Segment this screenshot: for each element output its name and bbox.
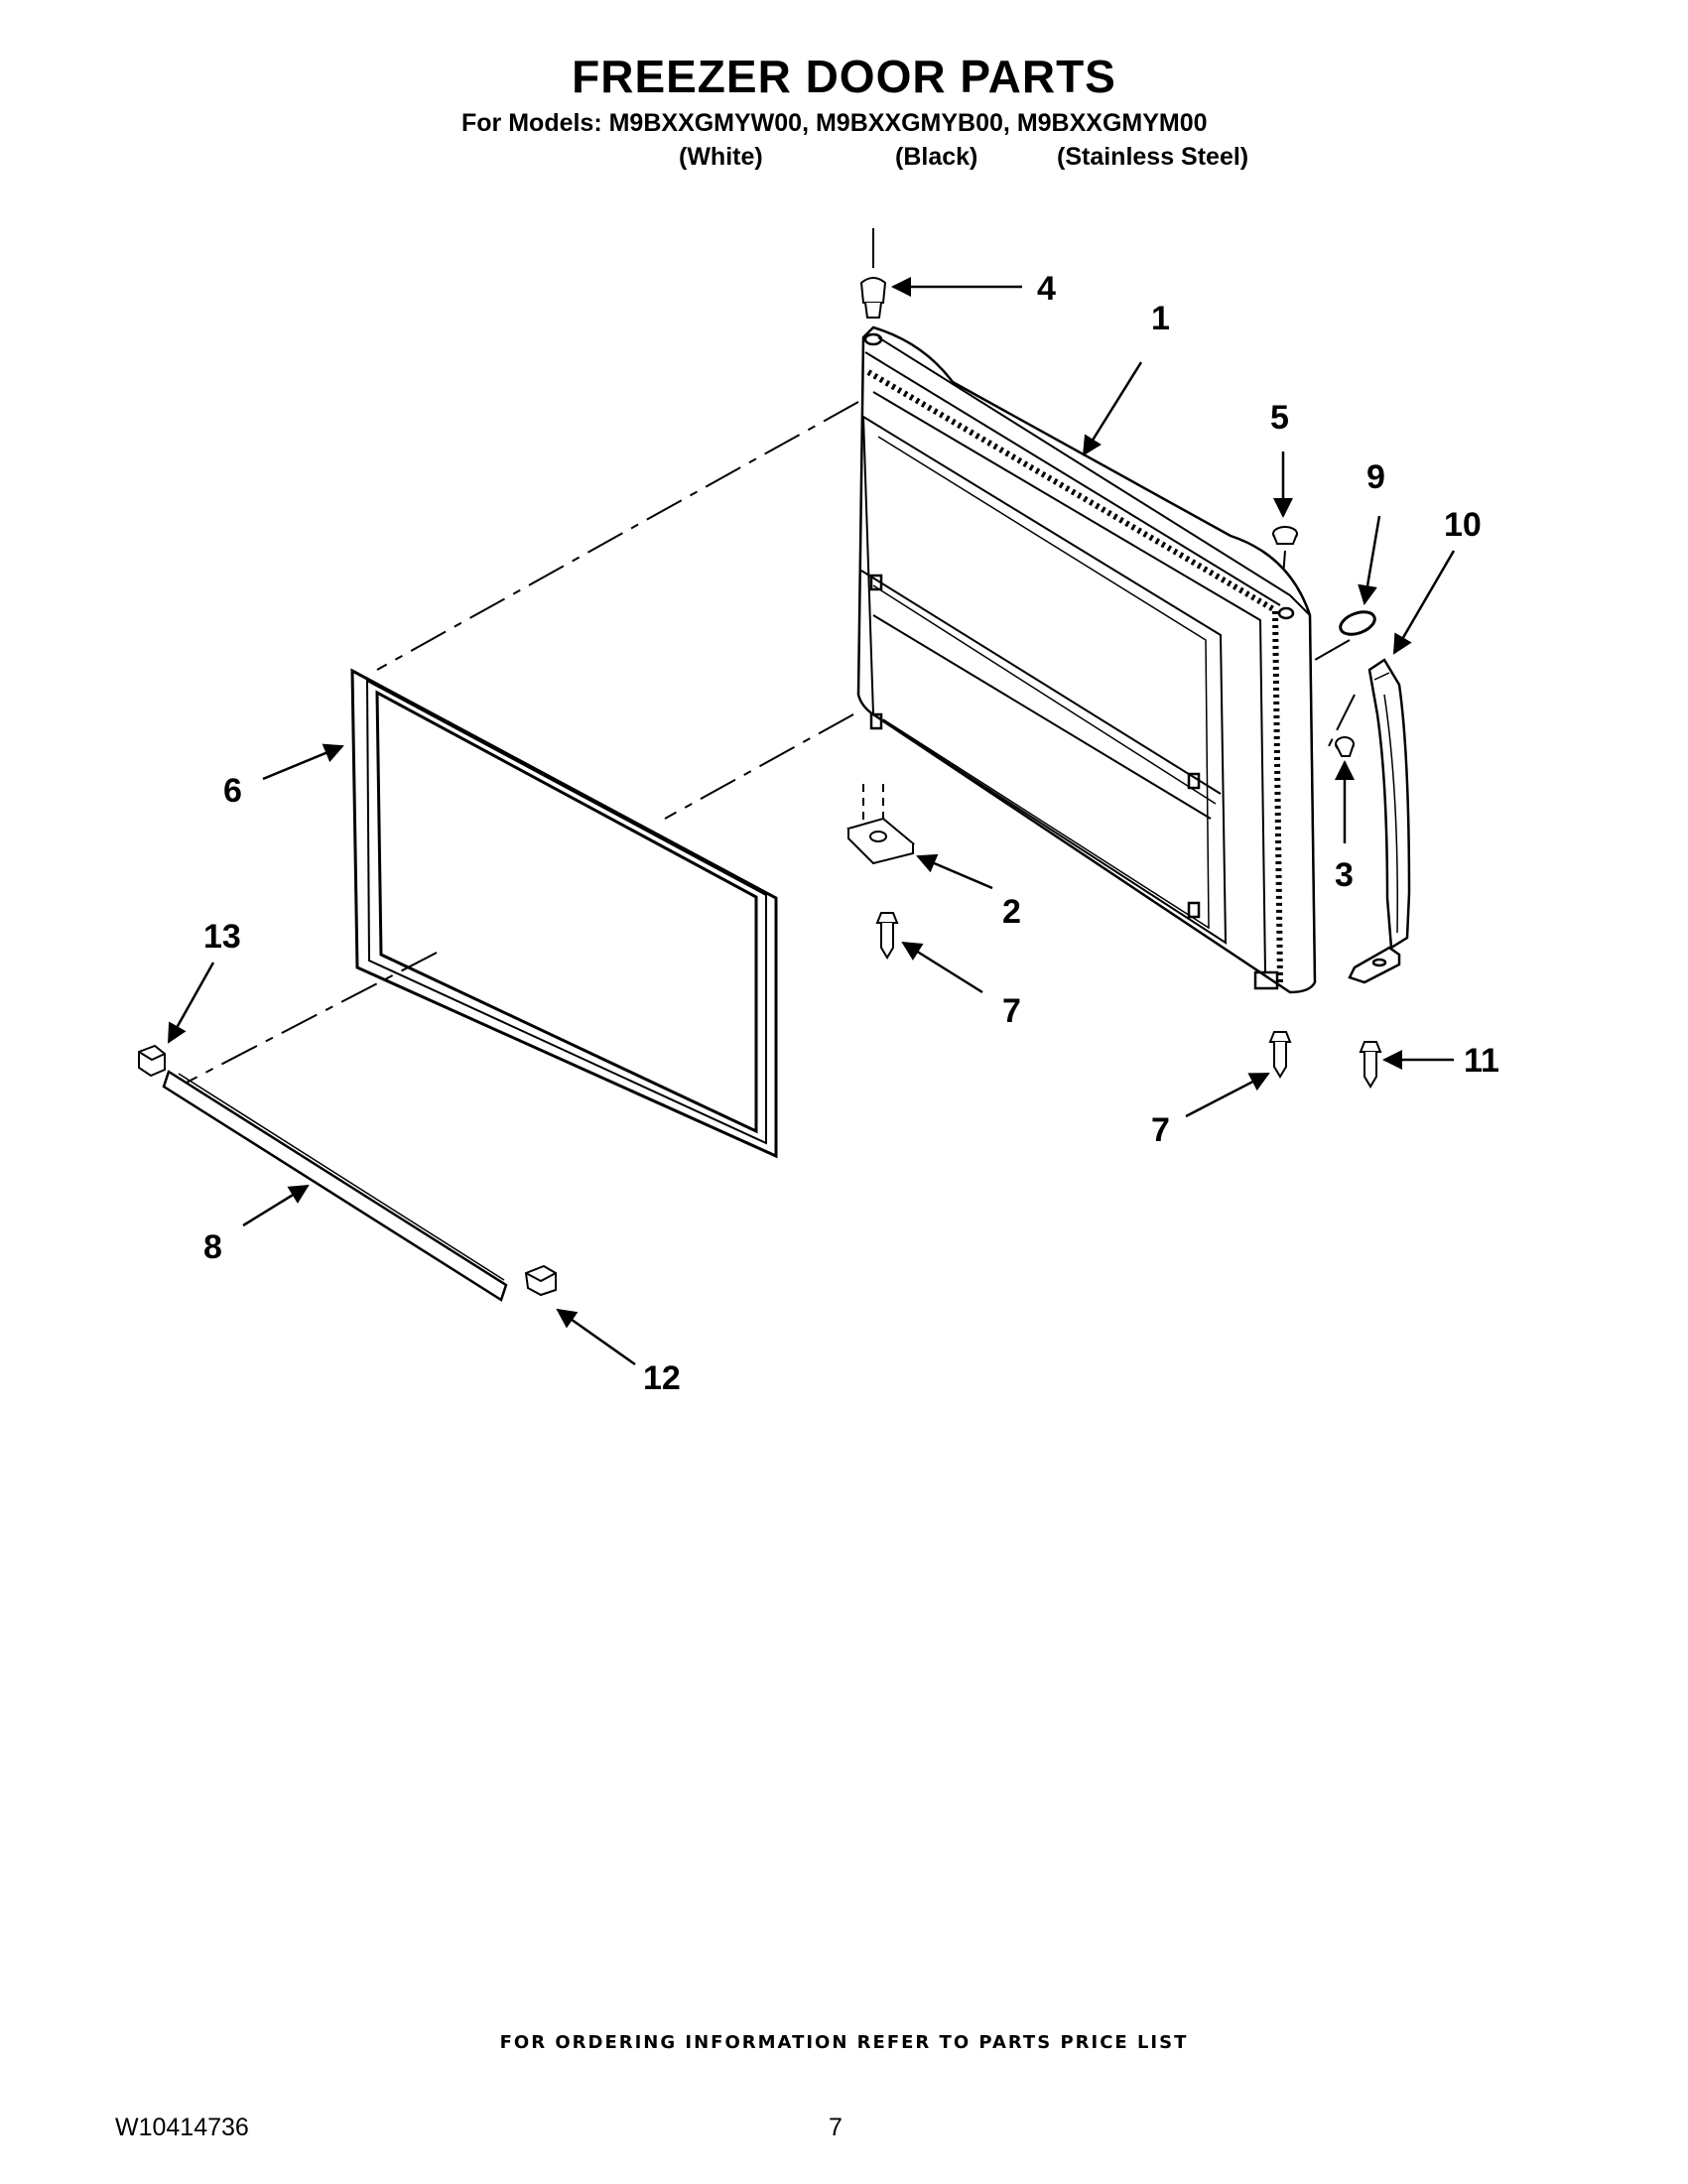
callout-12: 12	[643, 1359, 681, 1397]
handle-stud	[1335, 736, 1355, 757]
callout-2: 2	[1002, 893, 1021, 931]
variant-black: (Black)	[895, 143, 978, 171]
door-gasket	[350, 668, 778, 1159]
callout-3: 3	[1335, 856, 1354, 894]
callout-5: 5	[1270, 399, 1289, 437]
callout-4: 4	[1037, 270, 1056, 308]
hinge-bracket	[846, 784, 916, 865]
page-title: FREEZER DOOR PARTS	[572, 51, 1116, 102]
ordering-note: FOR ORDERING INFORMATION REFER TO PARTS …	[499, 2032, 1189, 2053]
document-number: W10414736	[115, 2114, 249, 2141]
models-line: For Models: M9BXXGMYW00, M9BXXGMYB00, M9…	[461, 109, 1208, 137]
callout-7-right: 7	[1151, 1111, 1170, 1149]
callout-10: 10	[1444, 506, 1482, 544]
callout-13: 13	[203, 918, 241, 956]
door-handle	[1348, 658, 1411, 984]
callout-1: 1	[1151, 300, 1170, 337]
end-cap	[138, 1044, 557, 1297]
trim-bar	[162, 1070, 508, 1302]
callout-7-left: 7	[1002, 992, 1021, 1030]
callout-6: 6	[223, 772, 242, 810]
callout-11: 11	[1464, 1042, 1499, 1080]
page-number: 7	[829, 2114, 843, 2141]
variant-stainless: (Stainless Steel)	[1057, 143, 1249, 171]
leader-arrows	[167, 277, 1456, 1366]
hinge-cap	[1272, 526, 1298, 545]
ring-washer	[1339, 610, 1376, 636]
variant-white: (White)	[679, 143, 763, 171]
screw-icon	[875, 912, 1382, 1089]
callout-9: 9	[1366, 458, 1385, 496]
callout-8: 8	[203, 1228, 222, 1266]
top-plug	[859, 277, 887, 319]
freezer-door	[856, 325, 1317, 994]
